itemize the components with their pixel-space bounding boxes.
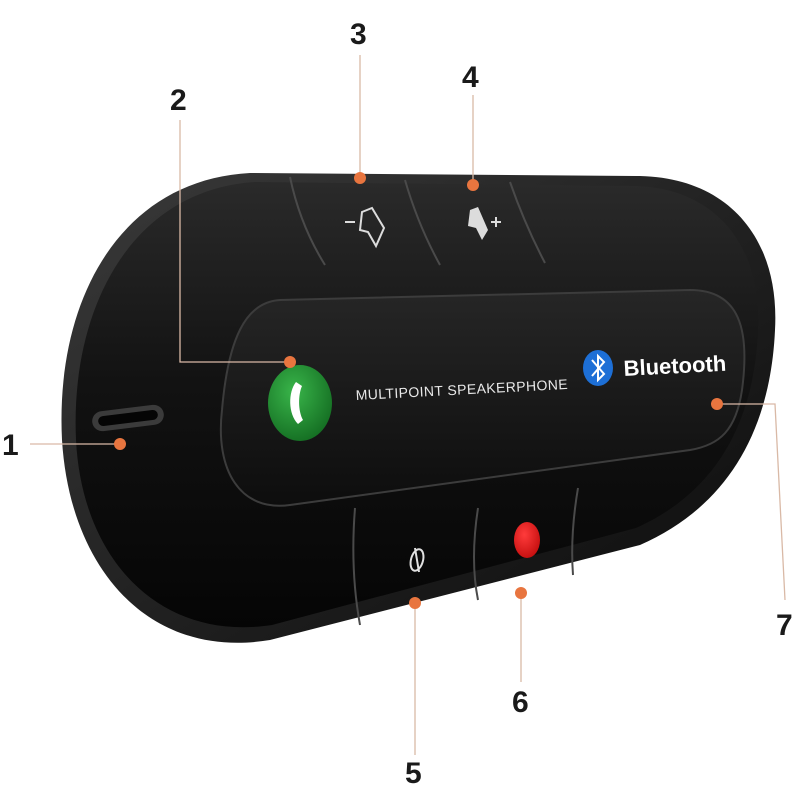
bottom-button-separator <box>352 507 361 626</box>
brand-label: Bluetooth <box>623 351 727 381</box>
front-panel <box>219 288 746 507</box>
callout-dot-3 <box>354 172 366 184</box>
mute-icon <box>514 522 540 558</box>
callout-number-1: 1 <box>2 429 19 462</box>
power-button[interactable] <box>408 547 425 573</box>
leader-line-7 <box>717 403 786 601</box>
mute-button[interactable] <box>514 522 540 558</box>
leader-line-2 <box>179 120 290 363</box>
speakerphone-device: MULTIPOINT SPEAKERPHONE Bluetooth <box>61 173 776 643</box>
callout-number-2: 2 <box>170 84 187 117</box>
volume-down-button[interactable] <box>345 206 386 249</box>
callout-dot-2 <box>284 356 296 368</box>
callout-dot-4 <box>467 179 479 191</box>
bluetooth-logo: Bluetooth <box>583 350 727 386</box>
volume-up-icon <box>468 207 501 240</box>
callout-number-3: 3 <box>350 18 367 51</box>
callout-dot-7 <box>711 398 723 410</box>
callout-number-4: 4 <box>462 61 479 94</box>
callout-leaders <box>30 55 786 755</box>
volume-up-button[interactable] <box>468 207 501 240</box>
microphone-slot-inner <box>98 409 158 427</box>
top-button-separator <box>289 176 326 266</box>
callout-numbers: 1 2 3 4 5 6 7 <box>2 18 793 790</box>
callout-dot-6 <box>515 587 527 599</box>
callout-dot-5 <box>409 597 421 609</box>
call-button[interactable] <box>268 365 332 441</box>
callout-dots <box>114 172 723 609</box>
callout-dot-1 <box>114 438 126 450</box>
top-button-separator <box>404 179 441 266</box>
top-button-separator <box>509 181 546 264</box>
bottom-button-separator <box>473 507 479 601</box>
bottom-button-separator <box>571 487 579 576</box>
volume-down-icon <box>345 206 386 249</box>
bluetooth-icon <box>583 350 613 386</box>
callout-number-6: 6 <box>512 686 529 719</box>
power-icon <box>409 547 425 573</box>
phone-handset-icon <box>290 382 303 424</box>
callout-number-5: 5 <box>405 757 422 790</box>
callout-number-7: 7 <box>776 609 793 642</box>
